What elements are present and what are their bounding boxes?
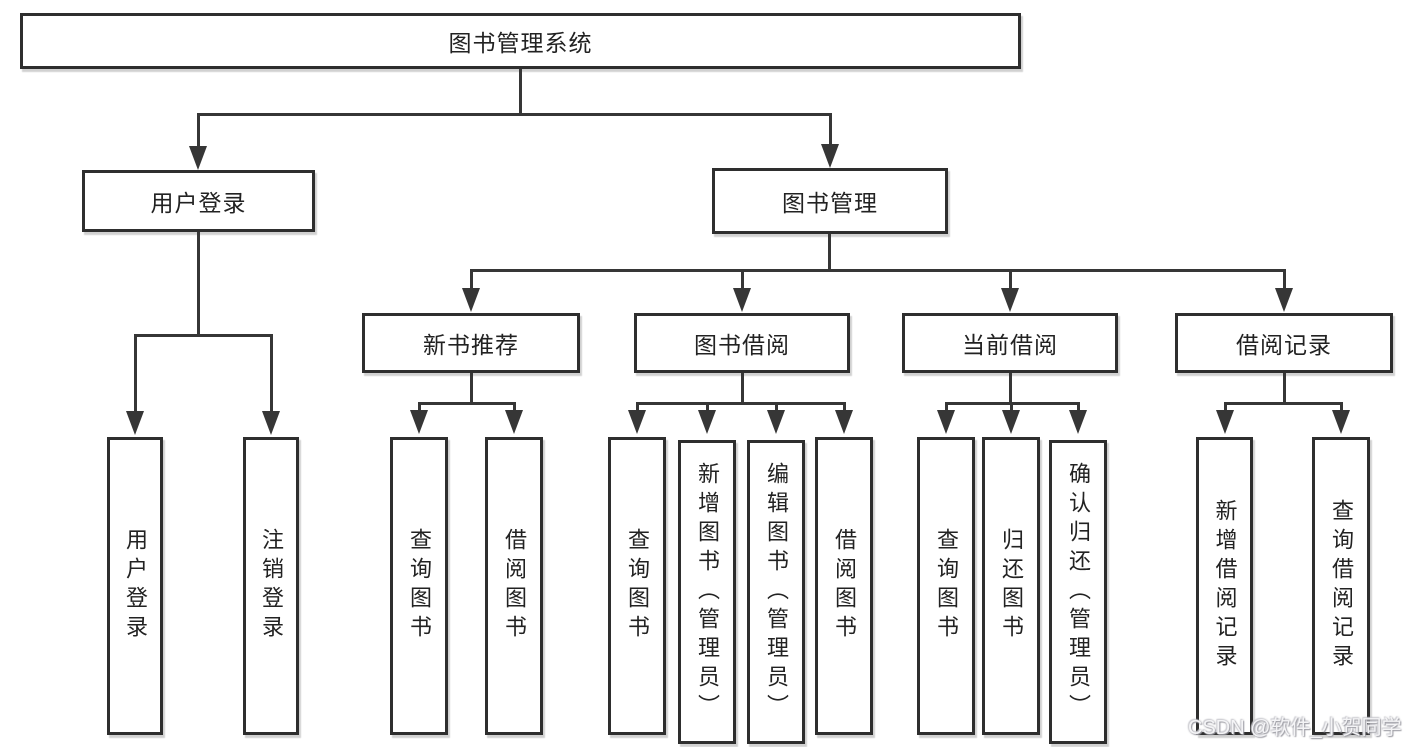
node-book-management: 图书管理 <box>712 168 948 234</box>
csdn-watermark: CSDN @软件_小贺同学 <box>1188 717 1402 739</box>
connector-line <box>1224 402 1343 405</box>
connector-line <box>197 113 200 150</box>
connector-line <box>636 405 639 412</box>
connector-line <box>636 402 846 405</box>
connector-line <box>134 334 273 337</box>
connector-line <box>828 234 831 271</box>
arrowhead-down-icon <box>1001 288 1019 312</box>
connector-line <box>1283 373 1286 404</box>
arrowhead-down-icon <box>1069 410 1087 434</box>
connector-line <box>945 402 1080 405</box>
connector-line <box>418 405 421 412</box>
connector-line <box>1077 405 1080 412</box>
arrowhead-down-icon <box>262 411 280 435</box>
leaf-add-books-admin: 新增图书（管理员） <box>678 440 736 744</box>
arrowhead-down-icon <box>505 410 523 434</box>
connector-line <box>741 373 744 404</box>
leaf-query-books-borrow: 查询图书 <box>608 437 666 735</box>
connector-line <box>197 232 200 336</box>
connector-line <box>470 272 473 290</box>
connector-line <box>270 337 273 414</box>
arrowhead-down-icon <box>462 288 480 312</box>
leaf-user-login: 用户登录 <box>107 437 163 735</box>
connector-line <box>1283 272 1286 290</box>
connector-line <box>843 405 846 412</box>
leaf-query-borrow-record: 查询借阅记录 <box>1312 437 1370 735</box>
arrowhead-down-icon <box>835 410 853 434</box>
connector-line <box>134 337 137 414</box>
connector-line <box>945 405 948 412</box>
arrowhead-down-icon <box>1002 410 1020 434</box>
arrowhead-down-icon <box>767 410 785 434</box>
connector-line <box>1009 373 1012 404</box>
connector-line <box>1224 405 1227 412</box>
arrowhead-down-icon <box>937 410 955 434</box>
arrowhead-down-icon <box>733 288 751 312</box>
connector-line <box>197 113 832 116</box>
leaf-borrow-books-recommend: 借阅图书 <box>485 437 543 735</box>
connector-line <box>1010 405 1013 412</box>
arrowhead-down-icon <box>698 410 716 434</box>
leaf-add-borrow-record: 新增借阅记录 <box>1196 437 1253 735</box>
node-new-book-recommend: 新书推荐 <box>362 313 580 373</box>
node-current-borrow: 当前借阅 <box>902 313 1118 373</box>
leaf-edit-books-admin: 编辑图书（管理员） <box>747 440 805 744</box>
connector-line <box>513 405 516 412</box>
arrowhead-down-icon <box>1332 410 1350 434</box>
connector-line <box>519 69 522 115</box>
leaf-query-books-recommend: 查询图书 <box>390 437 448 735</box>
arrowhead-down-icon <box>1275 288 1293 312</box>
connector-line <box>775 405 778 412</box>
connector-line <box>829 113 832 148</box>
connector-line <box>741 272 744 290</box>
arrowhead-down-icon <box>126 411 144 435</box>
arrowhead-down-icon <box>1216 410 1234 434</box>
leaf-logout: 注销登录 <box>243 437 299 735</box>
arrowhead-down-icon <box>189 146 207 170</box>
connector-line <box>470 269 1286 272</box>
leaf-confirm-return-admin: 确认归还（管理员） <box>1049 440 1107 744</box>
connector-line <box>706 405 709 412</box>
leaf-query-books-current: 查询图书 <box>917 437 975 735</box>
node-root: 图书管理系统 <box>20 13 1021 69</box>
connector-line <box>470 373 473 404</box>
leaf-return-books: 归还图书 <box>982 437 1040 735</box>
node-book-borrow: 图书借阅 <box>634 313 850 373</box>
connector-line <box>418 402 516 405</box>
connector-line <box>1009 272 1012 290</box>
leaf-borrow-books: 借阅图书 <box>815 437 873 735</box>
connector-line <box>1340 405 1343 412</box>
arrowhead-down-icon <box>628 410 646 434</box>
arrowhead-down-icon <box>821 144 839 168</box>
node-user-login: 用户登录 <box>82 170 315 232</box>
node-borrow-records: 借阅记录 <box>1175 313 1393 373</box>
arrowhead-down-icon <box>410 410 428 434</box>
